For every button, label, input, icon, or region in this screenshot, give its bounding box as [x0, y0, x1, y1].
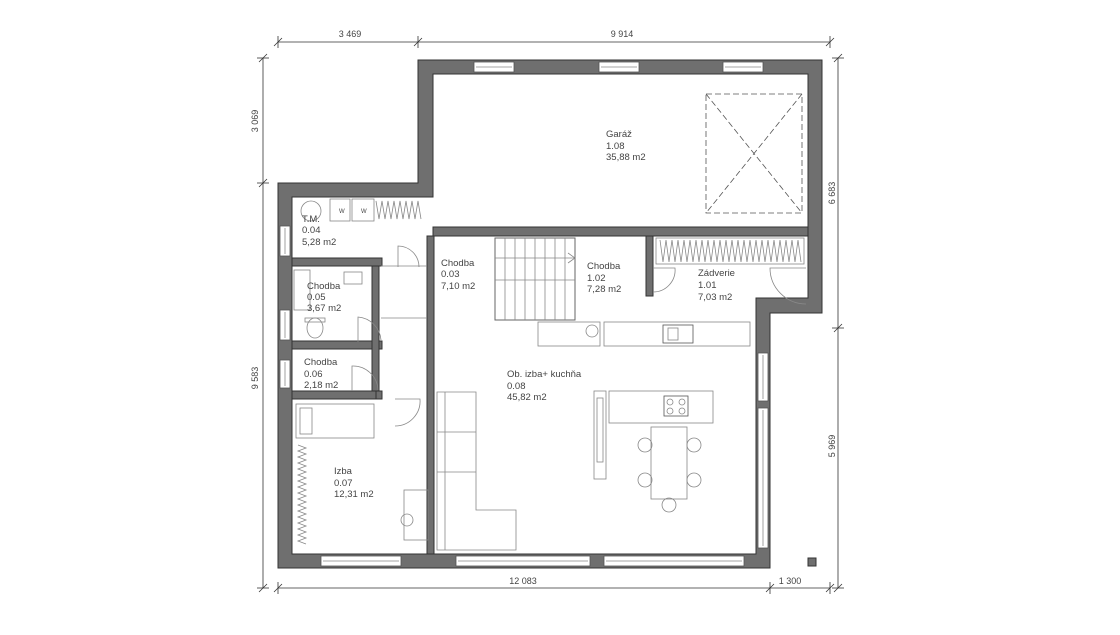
- interior-wall: [291, 340, 383, 350]
- room-name: Chodba: [587, 261, 621, 272]
- room-area: 35,88 m2: [606, 152, 646, 163]
- room-name: Garáž: [606, 129, 632, 140]
- column: [807, 557, 817, 567]
- desk: [403, 489, 429, 541]
- room-bedroom: Izba 0.07 12,31 m2: [334, 466, 374, 500]
- dimension-top-left: 3 469: [339, 29, 362, 39]
- room-code: 0.04: [302, 225, 321, 236]
- room-area: 12,31 m2: [334, 489, 374, 500]
- room-code: 0.03: [441, 269, 460, 280]
- interior-wall: [291, 257, 383, 267]
- dimension-left-upper: 3 069: [250, 110, 260, 133]
- doors: [351, 245, 807, 427]
- room-corridor-102: Chodba 1.02 7,28 m2: [587, 261, 621, 295]
- room-name: Chodba: [304, 357, 338, 368]
- room-code: 0.08: [507, 381, 526, 392]
- dimension-lines: [257, 36, 844, 594]
- room-labels: Garáž 1.08 35,88 m2 T.M. 0.04 5,28 m2 Ch…: [302, 129, 735, 500]
- garage-door: [705, 93, 803, 214]
- room-code: 0.05: [307, 292, 326, 303]
- interior-wall: [645, 235, 654, 297]
- room-corridor-003: Chodba 0.03 7,10 m2: [441, 258, 475, 292]
- room-code: 1.01: [698, 280, 717, 291]
- room-name: Zádverie: [698, 268, 735, 279]
- room-code: 1.08: [606, 141, 625, 152]
- room-code: 0.06: [304, 369, 323, 380]
- room-area: 45,82 m2: [507, 392, 547, 403]
- interior-wall: [375, 390, 383, 400]
- room-tm: T.M. 0.04 5,28 m2: [302, 214, 336, 248]
- room-name: Chodba: [441, 258, 475, 269]
- room-name: Chodba: [307, 281, 341, 292]
- interior-wall: [291, 390, 383, 400]
- room-area: 7,03 m2: [698, 292, 732, 303]
- windows: [279, 61, 769, 567]
- dimension-left-lower: 9 583: [250, 367, 260, 390]
- sofa: [436, 391, 517, 551]
- room-name: Ob. izba+ kuchňa: [507, 369, 582, 380]
- room-name: T.M.: [302, 214, 320, 225]
- dimension-bottom-right: 1 300: [779, 576, 802, 586]
- room-area: 7,10 m2: [441, 281, 475, 292]
- boiler: [300, 200, 322, 222]
- garage-wall: [432, 226, 809, 237]
- outer-wall: [277, 59, 823, 569]
- room-garage: Garáž 1.08 35,88 m2: [606, 129, 646, 163]
- dimension-right-lower: 5 969: [827, 435, 837, 458]
- furniture: W W: [293, 198, 805, 551]
- dimension-top-right: 9 914: [611, 29, 634, 39]
- dimension-bottom-left: 12 083: [509, 576, 537, 586]
- room-name: Izba: [334, 466, 353, 477]
- bed: [295, 403, 375, 439]
- room-area: 7,28 m2: [587, 284, 621, 295]
- svg-text:W: W: [339, 209, 345, 215]
- room-living-kitchen: Ob. izba+ kuchňa 0.08 45,82 m2: [507, 369, 582, 403]
- room-code: 0.07: [334, 478, 353, 489]
- interior-wall: [426, 235, 435, 555]
- room-area: 5,28 m2: [302, 237, 336, 248]
- room-code: 1.02: [587, 273, 606, 284]
- room-area: 2,18 m2: [304, 380, 338, 391]
- dining-table: [650, 426, 688, 500]
- walls: [277, 59, 823, 569]
- dimension-right-upper: 6 683: [827, 182, 837, 205]
- staircase: [494, 237, 576, 321]
- room-corridor-006: Chodba 0.06 2,18 m2: [304, 357, 338, 391]
- cooktop: [663, 395, 689, 417]
- svg-text:W: W: [361, 209, 367, 215]
- room-vestibule: Zádverie 1.01 7,03 m2: [698, 268, 735, 303]
- interior-wall: [371, 265, 380, 392]
- room-corridor-005: Chodba 0.05 3,67 m2: [307, 281, 341, 314]
- room-area: 3,67 m2: [307, 303, 341, 314]
